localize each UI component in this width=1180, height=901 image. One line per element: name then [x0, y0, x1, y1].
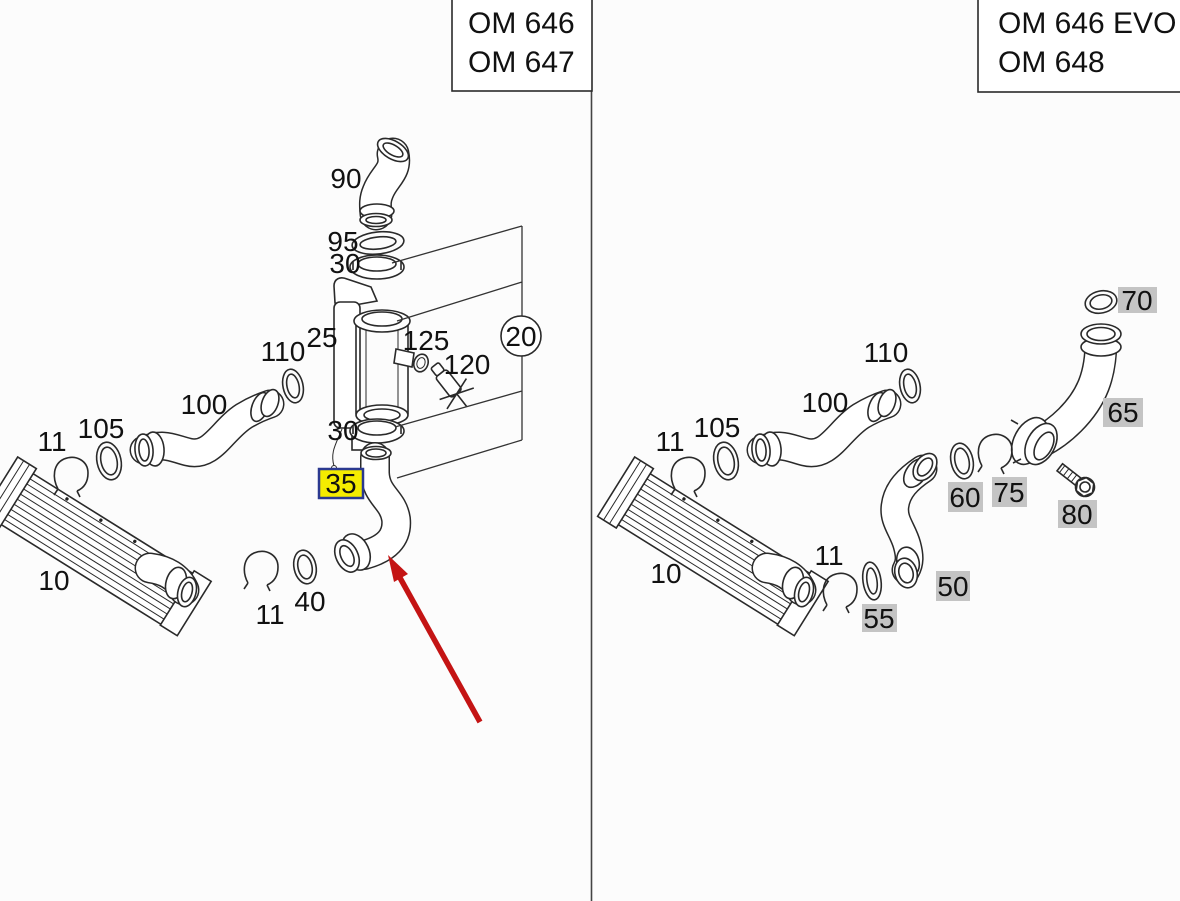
- part-label-80: 80: [1061, 499, 1092, 530]
- gray-label-60: 60: [948, 482, 983, 513]
- part-label-70: 70: [1121, 285, 1152, 316]
- intercooler-right: [596, 456, 831, 640]
- part-label-10-left: 10: [38, 565, 69, 596]
- part-label-110-left: 110: [261, 336, 306, 367]
- part-label-65: 65: [1107, 397, 1138, 428]
- clip-75: [977, 433, 1013, 475]
- seal-60: [949, 442, 975, 480]
- part-label-120: 120: [444, 349, 491, 380]
- left-header-line1: OM 646: [468, 7, 575, 40]
- seal-105-left: [95, 441, 123, 481]
- highlight-box: [317, 467, 365, 500]
- part-label-11-lower-right: 11: [814, 540, 843, 571]
- gray-label-75: 75: [992, 477, 1027, 508]
- group-callout-20: [391, 225, 542, 479]
- clip-11-lower-right: [822, 572, 858, 614]
- part-label-60: 60: [949, 482, 980, 513]
- charge-air-hose-100-left: [129, 388, 285, 468]
- gray-label-55: 55: [862, 603, 897, 634]
- clip-11-lower-left: [243, 550, 279, 592]
- gray-label-65: 65: [1103, 397, 1143, 428]
- arrow-shaft: [396, 574, 483, 724]
- part-label-30-lower: 30: [327, 415, 358, 446]
- seal-40: [292, 549, 318, 585]
- intercooler-left: [0, 456, 214, 640]
- part-label-105-left: 105: [78, 413, 125, 444]
- part-label-105-right: 105: [694, 412, 741, 443]
- part-label-55: 55: [863, 603, 894, 634]
- left-header-box: [451, 0, 593, 92]
- right-header-line1: OM 646 EVO: [998, 7, 1176, 40]
- part-label-10-right: 10: [650, 558, 681, 589]
- resonator-assembly-25: [331, 277, 415, 471]
- left-header-line2: OM 647: [468, 46, 575, 79]
- part-label-25: 25: [306, 322, 337, 353]
- charge-air-hose-50: [880, 452, 938, 589]
- seal-55: [861, 561, 883, 601]
- part-label-40: 40: [294, 586, 325, 617]
- seal-105-right: [712, 441, 740, 481]
- pointer-arrow: [388, 555, 483, 724]
- gray-label-70: 70: [1118, 285, 1157, 316]
- right-header-line2: OM 648: [998, 46, 1105, 79]
- part-label-35: 35: [325, 468, 356, 499]
- part-label-75: 75: [993, 477, 1024, 508]
- bolt-80: [1055, 462, 1096, 498]
- seal-ring-95: [351, 230, 405, 256]
- charge-air-pipe-65: [1010, 323, 1122, 466]
- clamp-30-upper: [349, 254, 405, 280]
- callout-circle: [500, 315, 542, 357]
- seal-110-right: [898, 368, 922, 404]
- elbow-hose-90: [358, 137, 411, 231]
- charge-air-hose-100-right: [746, 388, 902, 468]
- part-label-11-upper-left: 11: [37, 426, 66, 457]
- gray-label-50: 50: [936, 571, 970, 602]
- part-label-30-upper: 30: [329, 248, 360, 279]
- part-label-100-right: 100: [802, 387, 849, 418]
- elbow-hose-35: [333, 442, 412, 573]
- part-label-11-lower-left: 11: [255, 599, 284, 630]
- part-label-11-upper-right: 11: [655, 426, 684, 457]
- part-label-50: 50: [937, 571, 968, 602]
- right-header-box: [977, 0, 1180, 93]
- part-label-90: 90: [330, 163, 361, 194]
- sensor-120: [430, 362, 475, 410]
- highlighted-part-label-35: 35: [317, 467, 365, 500]
- arrow-head: [388, 555, 408, 582]
- part-label-110-right: 110: [864, 337, 909, 368]
- part-label-125: 125: [403, 325, 450, 356]
- seal-ring-70: [1084, 289, 1118, 315]
- part-label-100-left: 100: [181, 389, 228, 420]
- gray-label-80: 80: [1058, 499, 1097, 530]
- seal-110-left: [281, 368, 305, 404]
- part-label-20: 20: [505, 321, 536, 352]
- part-label-95: 95: [327, 226, 358, 257]
- o-ring-125: [412, 353, 430, 373]
